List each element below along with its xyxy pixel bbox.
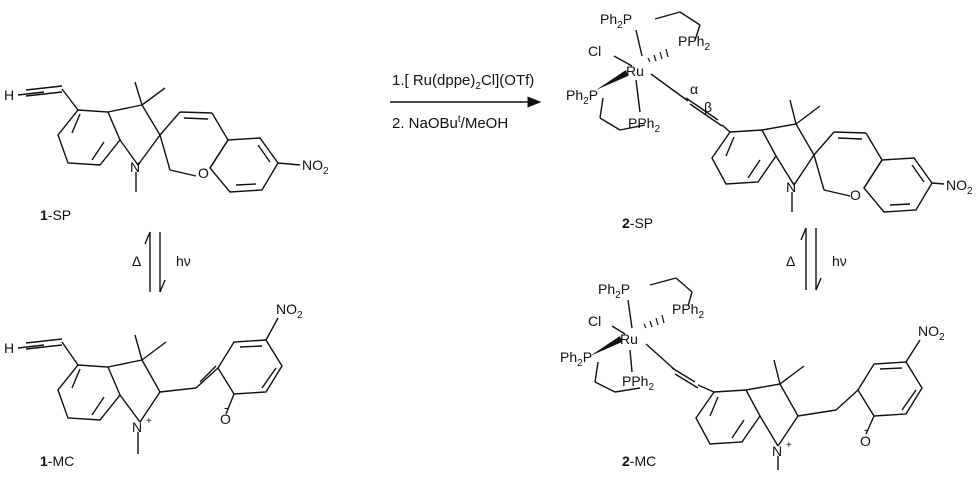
atom-o-minus: O <box>220 411 231 427</box>
compound-1mc-skeleton <box>17 317 283 454</box>
pph2-bottom: PPh2 <box>628 115 660 135</box>
equilibrium-arrows-left <box>144 231 166 293</box>
atom-n-plus: N <box>132 419 142 435</box>
atom-cl: Cl <box>588 43 601 59</box>
light-symbol-left: hν <box>176 253 191 269</box>
heat-symbol-right: Δ <box>786 253 795 269</box>
charge-minus: - <box>864 421 869 437</box>
atom-n: N <box>130 159 140 175</box>
atom-cl: Cl <box>588 313 601 329</box>
atom-ru: Ru <box>626 63 644 79</box>
atom-h: H <box>4 87 14 103</box>
compound-1mc-atoms: H N + O - NO2 <box>4 301 303 435</box>
label-beta: β <box>704 99 712 115</box>
nitro-group: NO2 <box>918 323 945 343</box>
atom-n: N <box>786 179 796 195</box>
nitro-group: NO2 <box>946 177 973 197</box>
ph2p-left: Ph2P <box>566 87 598 107</box>
compound-1sp-skeleton <box>17 81 301 193</box>
charge-plus: + <box>146 416 152 427</box>
atom-ru: Ru <box>620 331 638 347</box>
ph2p-top: Ph2P <box>598 281 630 301</box>
compound-2mc-skeleton <box>594 277 923 470</box>
compound-1sp-atoms: H N O NO2 <box>4 87 329 181</box>
compound-2mc-atoms: Ph2P PPh2 Cl Ru Ph2P PPh2 N + O - NO2 <box>560 281 945 459</box>
atom-o: O <box>198 165 209 181</box>
compound-2sp-skeleton <box>599 11 945 213</box>
caption-2mc: 2-MC <box>622 453 656 469</box>
nitro-group: NO2 <box>302 157 329 177</box>
reagent-step1: 1.[ Ru(dppe)2Cl](OTf) <box>392 72 534 92</box>
pph2-top: PPh2 <box>678 33 710 53</box>
ph2p-left: Ph2P <box>560 349 592 369</box>
pph2-top: PPh2 <box>672 301 704 321</box>
reagents: 1.[ Ru(dppe)2Cl](OTf) 2. NaOBut/MeOH <box>392 72 534 132</box>
charge-plus: + <box>786 440 792 451</box>
reagent-step2: 2. NaOBut/MeOH <box>392 114 508 132</box>
light-symbol-right: hν <box>832 253 847 269</box>
caption-1mc: 1-MC <box>40 453 74 469</box>
atom-o: O <box>850 187 861 203</box>
pph2-bottom: PPh2 <box>622 373 654 393</box>
stereo-bonds <box>590 48 669 356</box>
caption-2sp: 2-SP <box>622 215 653 231</box>
equilibrium-arrows-right <box>800 227 822 291</box>
label-alpha: α <box>690 81 698 97</box>
atom-h: H <box>4 340 14 356</box>
heat-symbol-left: Δ <box>132 253 141 269</box>
atom-n-plus: N <box>772 443 782 459</box>
nitro-group: NO2 <box>276 301 303 321</box>
atom-o-minus: O <box>860 433 871 449</box>
compound-2sp-atoms: Ph2P PPh2 Cl Ru Ph2P PPh2 α β N O NO2 <box>566 11 973 203</box>
caption-1sp: 1-SP <box>40 207 71 223</box>
charge-minus: - <box>224 399 229 415</box>
ph2p-top: Ph2P <box>600 11 632 31</box>
